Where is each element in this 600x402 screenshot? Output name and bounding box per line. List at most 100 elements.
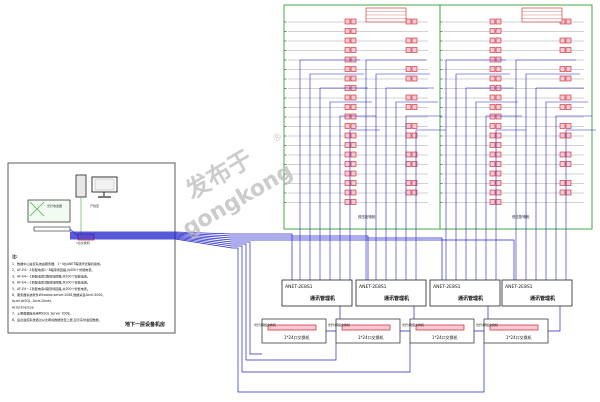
meter-device [350, 37, 357, 44]
meter-device [344, 113, 351, 120]
meter-device [495, 66, 502, 72]
note-line: 8、后台监控系统通过以太网将数据送至上层,显示实时监控数据。 [12, 317, 102, 322]
drop-cable [339, 115, 376, 280]
switch-top-label: 光纤/网络交换机 [254, 322, 276, 327]
meter-device [411, 18, 418, 25]
meter-device [489, 161, 496, 167]
meter-device [495, 199, 502, 205]
meter-device [495, 113, 502, 120]
drop-cable [475, 101, 518, 280]
meter-device [411, 104, 418, 110]
control-room: 光纤收发器 产线室 1台交换机 注: 1、数据中心监控系统由服务器、1~4台AN… [7, 162, 176, 334]
trunk-cable [70, 236, 337, 361]
meter-device [489, 37, 496, 44]
comm-manager: ANET-2E8S1 通讯管理机 [281, 279, 353, 307]
meter-device [411, 66, 418, 72]
meter-device [405, 94, 412, 101]
meter-device [495, 180, 502, 186]
note-line: 4、AF-E4~-1到配电房3路现场回路,共200个智能电表。 [12, 280, 90, 285]
drop-cables [299, 59, 596, 280]
meter-device [495, 189, 502, 196]
meter-device [344, 56, 351, 63]
manager-name: 通讯管理机 [530, 295, 555, 302]
meter-device [405, 66, 412, 72]
trunk-cable [70, 238, 485, 393]
trunk-cable [70, 231, 293, 280]
meter-device [405, 104, 412, 110]
meter-device [411, 189, 418, 196]
meter-device [489, 189, 496, 196]
meter-device [405, 189, 412, 196]
meter-device [411, 161, 418, 167]
meter-device [344, 142, 351, 148]
note-line: Acrel-dcSQL, Acrel-Driver, [12, 299, 52, 303]
meter-device [495, 28, 502, 34]
meter-device [350, 161, 357, 167]
meter-device [489, 123, 496, 129]
meter-device [344, 104, 351, 110]
drop-cable [365, 59, 426, 280]
meter-device [489, 28, 496, 34]
meter-device [495, 104, 502, 110]
meter-device [489, 113, 496, 120]
meter-device [411, 94, 418, 101]
meter-device [405, 47, 412, 53]
drop-cable [545, 101, 588, 280]
note-line: 2、AF-E4~-1到配电房1~8路现场回路,共400个智能电表。 [12, 267, 95, 272]
meter-device [411, 123, 418, 129]
note-line: 1、数据中心监控系统由服务器、1~4台ANET等通讯管理机组成。 [12, 261, 103, 266]
note-line: 3、AF-E4~-1到配电房2路现场回路,共200个智能电表。 [12, 273, 90, 278]
drop-cable [329, 101, 372, 280]
meter-device [350, 189, 357, 196]
drop-cable [375, 73, 430, 280]
note-line: Acrel-EnerCye [12, 305, 34, 309]
server-tower-icon [75, 174, 87, 198]
meter-device [344, 199, 351, 205]
meter-device [411, 37, 418, 44]
switch-label: 1*24口交换机 [284, 334, 310, 340]
meter-device [495, 123, 502, 129]
room-switch [33, 226, 71, 232]
meter-device [350, 170, 357, 177]
trunk-cable [70, 232, 369, 280]
switch-port-strip [489, 324, 539, 331]
meter-device [565, 151, 572, 158]
meter-device [344, 75, 351, 82]
meter-device [350, 180, 357, 186]
meter-device [489, 75, 496, 82]
drop-cable [349, 129, 380, 280]
meter-device [495, 56, 502, 63]
meter-device [344, 66, 351, 72]
switch-top-label: 光纤/网络交换机 [476, 322, 498, 327]
switch-port-strip [341, 324, 391, 331]
manager-model: ANET-2E8S1 [285, 284, 313, 290]
manager-name: 通讯管理机 [310, 295, 335, 302]
meter-device [565, 18, 572, 25]
switch-top-label: 光纤/网络交换机 [402, 322, 424, 327]
meter-device [489, 199, 496, 205]
room-title: 地下一层设备机房 [125, 321, 165, 328]
network-switches: 光纤/网络交换机1*24口交换机光纤/网络交换机1*24口交换机光纤/网络交换机… [254, 318, 549, 344]
meter-device [495, 18, 502, 25]
left-panel-footer: 低压配电柜 [358, 214, 376, 219]
manager-model: ANET-2E8S1 [433, 284, 461, 290]
meter-device [565, 132, 572, 139]
meter-device [350, 104, 357, 110]
trunk-cable [548, 306, 561, 332]
manager-model: ANET-2E8S1 [359, 284, 387, 290]
meter-device [344, 37, 351, 44]
comm-manager-box [501, 279, 573, 307]
meter-device [344, 189, 351, 196]
meter-device [350, 123, 357, 129]
meter-device [565, 37, 572, 44]
meter-device [350, 75, 357, 82]
switch-box [409, 318, 475, 344]
meter-device [411, 75, 418, 82]
comm-managers: ANET-2E8S1 通讯管理机 ANET-2E8S1 通讯管理机 ANET-2E8S1… [281, 279, 573, 307]
drop-cable [565, 129, 596, 280]
meter-device [565, 94, 572, 101]
meter-device [559, 123, 566, 129]
drop-cable [455, 73, 510, 280]
